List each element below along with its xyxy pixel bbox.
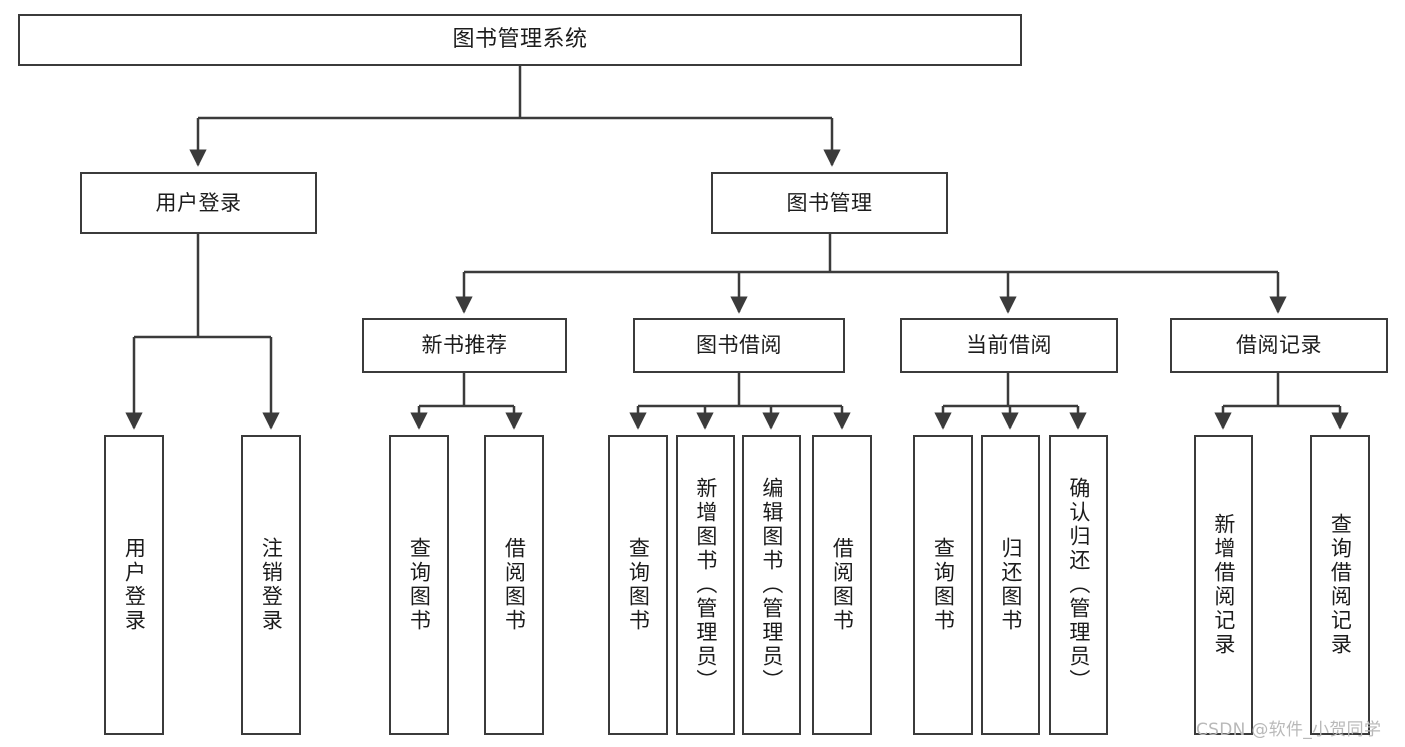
node-leaf-query-book-2-label: 查询图书 xyxy=(626,537,651,633)
node-leaf-query-book-2[interactable]: 查询图书 xyxy=(608,435,668,735)
watermark-text: CSDN @软件_小贺同学 xyxy=(1196,720,1382,740)
node-leaf-confirm-return-label: 确认归还（管理员） xyxy=(1066,477,1091,693)
node-leaf-edit-book[interactable]: 编辑图书（管理员） xyxy=(742,435,801,735)
node-leaf-add-book[interactable]: 新增图书（管理员） xyxy=(676,435,735,735)
node-book-borrow[interactable]: 图书借阅 xyxy=(633,318,845,373)
node-user-login-label: 用户登录 xyxy=(155,190,242,215)
node-new-book-recommend-label: 新书推荐 xyxy=(421,333,508,358)
node-leaf-borrow-book-2-label: 借阅图书 xyxy=(830,537,855,633)
node-leaf-borrow-book-1[interactable]: 借阅图书 xyxy=(484,435,544,735)
node-leaf-query-record-label: 查询借阅记录 xyxy=(1328,513,1353,657)
node-book-manage[interactable]: 图书管理 xyxy=(711,172,948,234)
node-leaf-logout-login[interactable]: 注销登录 xyxy=(241,435,301,735)
node-leaf-query-book-1-label: 查询图书 xyxy=(407,537,432,633)
node-leaf-user-login-label: 用户登录 xyxy=(122,537,147,633)
node-leaf-query-book-3-label: 查询图书 xyxy=(931,537,956,633)
node-leaf-logout-login-label: 注销登录 xyxy=(259,537,284,633)
node-book-borrow-label: 图书借阅 xyxy=(696,333,782,358)
node-borrow-record-label: 借阅记录 xyxy=(1236,333,1322,358)
node-leaf-query-book-1[interactable]: 查询图书 xyxy=(389,435,449,735)
node-root[interactable]: 图书管理系统 xyxy=(18,14,1022,66)
node-leaf-add-record-label: 新增借阅记录 xyxy=(1211,513,1236,657)
node-leaf-add-record[interactable]: 新增借阅记录 xyxy=(1194,435,1253,735)
node-leaf-user-login[interactable]: 用户登录 xyxy=(104,435,164,735)
node-leaf-return-book[interactable]: 归还图书 xyxy=(981,435,1040,735)
node-leaf-query-record[interactable]: 查询借阅记录 xyxy=(1310,435,1370,735)
node-borrow-record[interactable]: 借阅记录 xyxy=(1170,318,1388,373)
node-book-manage-label: 图书管理 xyxy=(786,190,873,215)
node-new-book-recommend[interactable]: 新书推荐 xyxy=(362,318,567,373)
node-leaf-add-book-label: 新增图书（管理员） xyxy=(693,477,718,693)
node-current-borrow[interactable]: 当前借阅 xyxy=(900,318,1118,373)
node-leaf-borrow-book-1-label: 借阅图书 xyxy=(502,537,527,633)
node-leaf-edit-book-label: 编辑图书（管理员） xyxy=(759,477,784,693)
node-leaf-query-book-3[interactable]: 查询图书 xyxy=(913,435,973,735)
node-user-login[interactable]: 用户登录 xyxy=(80,172,317,234)
node-leaf-return-book-label: 归还图书 xyxy=(998,537,1023,633)
node-leaf-confirm-return[interactable]: 确认归还（管理员） xyxy=(1049,435,1108,735)
node-root-label: 图书管理系统 xyxy=(452,27,588,53)
node-current-borrow-label: 当前借阅 xyxy=(966,333,1052,358)
node-leaf-borrow-book-2[interactable]: 借阅图书 xyxy=(812,435,872,735)
